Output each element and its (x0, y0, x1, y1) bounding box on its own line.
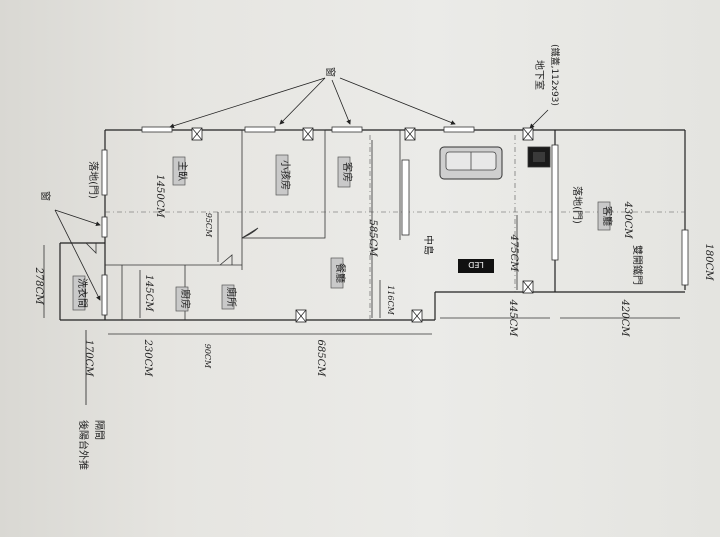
dim-116: 116CM (386, 285, 395, 315)
outer-walls (59, 129, 686, 321)
dim-585: 585CM (367, 220, 378, 258)
island-label: 中島 (422, 235, 435, 255)
dim-180: 180CM (703, 244, 714, 282)
room-bath-label: 廁所 (225, 287, 238, 307)
dimension-labels: 1450CM 95CM 585CM 475CM 430CM 180CM 278C… (33, 174, 714, 377)
dim-145: 145CM (143, 275, 154, 313)
windows (101, 126, 689, 316)
room-labels: 主臥 小孩房 客房 餐廳 廚房 廁所 洗衣間 客廳 (72, 154, 614, 312)
double-door-label: 雙開鐵門 (631, 245, 644, 285)
dim-1450: 1450CM (154, 174, 165, 218)
room-living-label: 客廳 (601, 206, 614, 226)
basement-sub-label: (鐵蓋,112x93) (549, 44, 561, 106)
dim-420: 420CM (619, 299, 630, 338)
dim-90: 90CM (203, 344, 212, 369)
room-dining-label: 餐廳 (334, 263, 347, 283)
dim-445: 445CM (507, 299, 518, 338)
dim-475: 475CM (508, 234, 519, 273)
sofa-icon (439, 146, 503, 180)
door-floor-left-label: 落地(門) (87, 161, 100, 199)
room-kids-label: 小孩房 (279, 160, 292, 190)
partition-label: 隔間 (93, 420, 105, 440)
room-kitchen-label: 廚房 (179, 289, 192, 309)
dimension-lines (43, 140, 680, 335)
back-balcony-label: 後陽台外推 (77, 420, 90, 470)
windows-label: 窗 (324, 67, 337, 77)
room-laundry-label: 洗衣間 (76, 278, 89, 308)
interior-walls (105, 129, 685, 320)
room-guest-label: 客房 (341, 162, 354, 182)
tv-icon (458, 259, 494, 273)
dim-430: 430CM (622, 201, 633, 240)
window-arrows (54, 77, 549, 301)
window-left-label: 窗 (39, 191, 52, 201)
tv-label: LED (468, 260, 484, 269)
dim-278: 278CM (33, 267, 44, 306)
doors (85, 227, 259, 266)
dim-230: 230CM (142, 339, 153, 378)
dim-685: 685CM (315, 340, 326, 378)
basement-hatch-icon (527, 146, 551, 168)
room-master-label: 主臥 (176, 161, 188, 181)
door-floor-right-label: 落地(門) (571, 186, 584, 224)
dim-170: 170CM (83, 340, 94, 378)
columns (191, 127, 534, 323)
dim-95: 95CM (204, 213, 213, 238)
basement-label: 地下室 (533, 60, 546, 90)
